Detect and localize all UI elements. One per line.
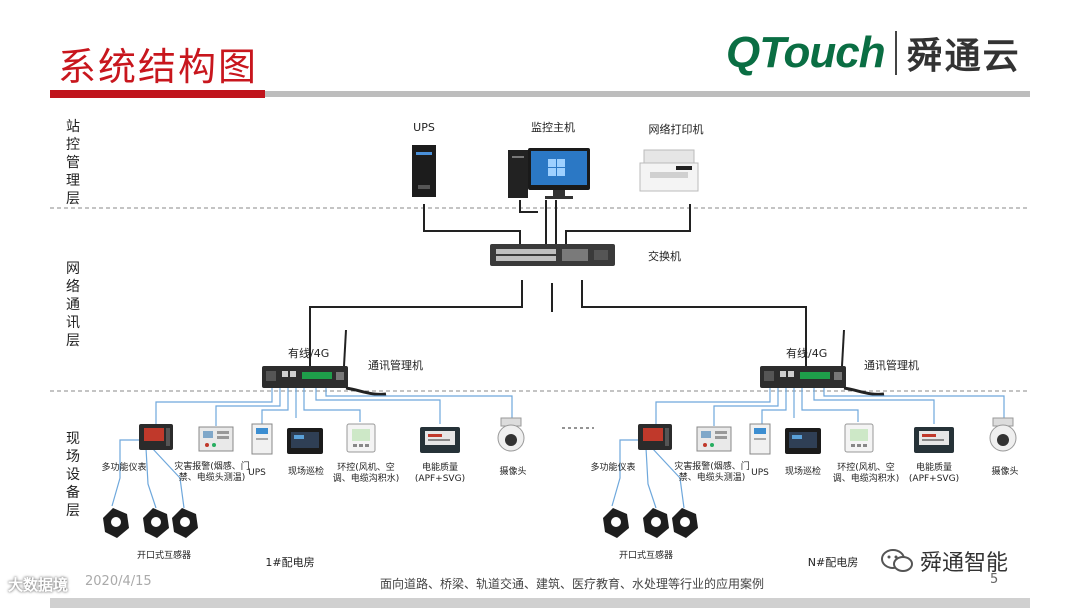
comm-manager-n-label: 通讯管理机	[864, 358, 919, 372]
power-n-icon	[914, 427, 954, 453]
camera-1-icon	[497, 417, 525, 452]
svg-text:场: 场	[66, 449, 80, 465]
ups-n-icon	[749, 423, 771, 455]
ct-n-label: 开口式互感器	[619, 549, 673, 561]
comm-wired-n: 有线/4G	[786, 346, 827, 360]
network-switch-icon	[490, 244, 615, 266]
svg-text:设: 设	[66, 467, 80, 483]
env-1-icon	[346, 423, 376, 453]
inspect-1-icon	[287, 428, 323, 454]
layer-label-field-chars: 现 场 设 备 层	[66, 431, 80, 519]
alarm-n-label-a: 灾害报警(烟感、门	[674, 460, 750, 472]
watermark-left: 大数据境	[8, 576, 69, 594]
bottom-bar	[50, 598, 1030, 608]
watermark-right: 舜通智能	[880, 545, 1008, 577]
meter-n-label: 多功能仪表	[590, 461, 635, 473]
layer-label-station-chars: 站 控 管 理 层	[66, 119, 80, 207]
camera-n-icon	[989, 417, 1017, 452]
camera-n-label: 摄像头	[991, 465, 1018, 477]
comm-manager-1-label: 通讯管理机	[368, 358, 423, 372]
svg-text:层: 层	[66, 503, 80, 519]
ct-na-icon	[603, 508, 629, 538]
ups-label: UPS	[413, 121, 435, 134]
env-1-label-a: 环控(风机、空	[337, 461, 395, 473]
watermark-right-text: 舜通智能	[920, 551, 1009, 576]
ups-1-icon	[251, 423, 273, 455]
alarm-1-label-b: 禁、电缆头测温)	[179, 471, 246, 483]
logo-brand: QTouch	[726, 28, 886, 77]
link-host-side	[519, 200, 538, 213]
env-n-label-a: 环控(风机、空	[837, 461, 895, 473]
watermark-left-date: 2020/4/15	[85, 574, 152, 589]
wechat-icon	[881, 549, 913, 572]
page-number: 5	[990, 572, 999, 587]
link-ups-switch	[423, 204, 521, 244]
meter-1-icon	[139, 424, 173, 450]
ct-1b-icon	[143, 508, 169, 538]
svg-text:理: 理	[66, 173, 80, 189]
svg-text:站: 站	[66, 119, 80, 135]
power-1-label-a: 电能质量	[422, 461, 458, 473]
power-1-icon	[420, 427, 460, 453]
switch-label: 交换机	[648, 249, 681, 263]
monitor-host-label: 监控主机	[531, 120, 575, 134]
logo-separator	[894, 31, 897, 75]
room-n-label: N#配电房	[808, 556, 858, 569]
ct-nc-icon	[672, 508, 698, 538]
field-links-room-1	[111, 388, 513, 509]
qtouch-logo: QTouch 舜通云	[726, 28, 1021, 78]
monitor-host-icon	[508, 148, 590, 199]
ct-1a-icon	[103, 508, 129, 538]
svg-text:现: 现	[66, 431, 80, 447]
env-n-label-b: 调、电缆沟积水)	[833, 472, 900, 484]
layer-label-network-chars: 网 络 通 讯 层	[66, 261, 80, 349]
env-n-icon	[844, 423, 874, 453]
svg-text:讯: 讯	[66, 315, 80, 331]
alarm-n-icon	[696, 426, 732, 452]
network-printer-label: 网络打印机	[649, 122, 704, 136]
ct-1-label: 开口式互感器	[137, 549, 191, 561]
ct-1c-icon	[172, 508, 198, 538]
meter-1-label: 多功能仪表	[101, 461, 146, 473]
env-1-label-b: 调、电缆沟积水)	[333, 472, 400, 484]
camera-1-label: 摄像头	[499, 465, 526, 477]
network-printer-icon	[639, 149, 699, 192]
power-n-label-b: (APF+SVG)	[909, 474, 959, 484]
power-n-label-a: 电能质量	[916, 461, 952, 473]
svg-text:备: 备	[66, 484, 80, 501]
room-1-label: 1#配电房	[265, 556, 314, 569]
alarm-n-label-b: 禁、电缆头测温)	[679, 471, 746, 483]
alarm-1-label-a: 灾害报警(烟感、门	[174, 460, 250, 472]
inspect-n-icon	[785, 428, 821, 454]
ups-1-label: UPS	[248, 468, 266, 478]
svg-text:网: 网	[66, 261, 80, 277]
meter-n-icon	[638, 424, 672, 450]
field-links-room-n	[611, 388, 1005, 509]
link-switch-comm-1	[309, 280, 523, 368]
slide-footer: 面向道路、桥梁、轨道交通、建筑、医疗教育、水处理等行业的应用案例	[380, 577, 765, 591]
svg-text:层: 层	[66, 191, 80, 207]
svg-text:通: 通	[66, 297, 80, 313]
link-switch-comm-n	[581, 280, 807, 368]
title-underline-red	[50, 90, 265, 98]
slide-title: 系统结构图	[58, 45, 259, 89]
power-1-label-b: (APF+SVG)	[415, 474, 465, 484]
svg-text:控: 控	[66, 137, 80, 153]
svg-text:层: 层	[66, 333, 80, 349]
svg-text:络: 络	[66, 279, 80, 295]
ups-n-label: UPS	[751, 468, 769, 478]
inspect-n-label: 现场巡检	[785, 465, 821, 477]
alarm-1-icon	[198, 426, 234, 452]
title-underline-gray	[265, 91, 1030, 97]
ups-tower-icon	[412, 145, 436, 197]
svg-text:管: 管	[66, 155, 80, 171]
logo-chinese: 舜通云	[906, 36, 1021, 77]
ct-nb-icon	[643, 508, 669, 538]
comm-wired-1: 有线/4G	[288, 346, 329, 360]
link-printer-switch	[565, 204, 691, 244]
inspect-1-label: 现场巡检	[288, 465, 324, 477]
